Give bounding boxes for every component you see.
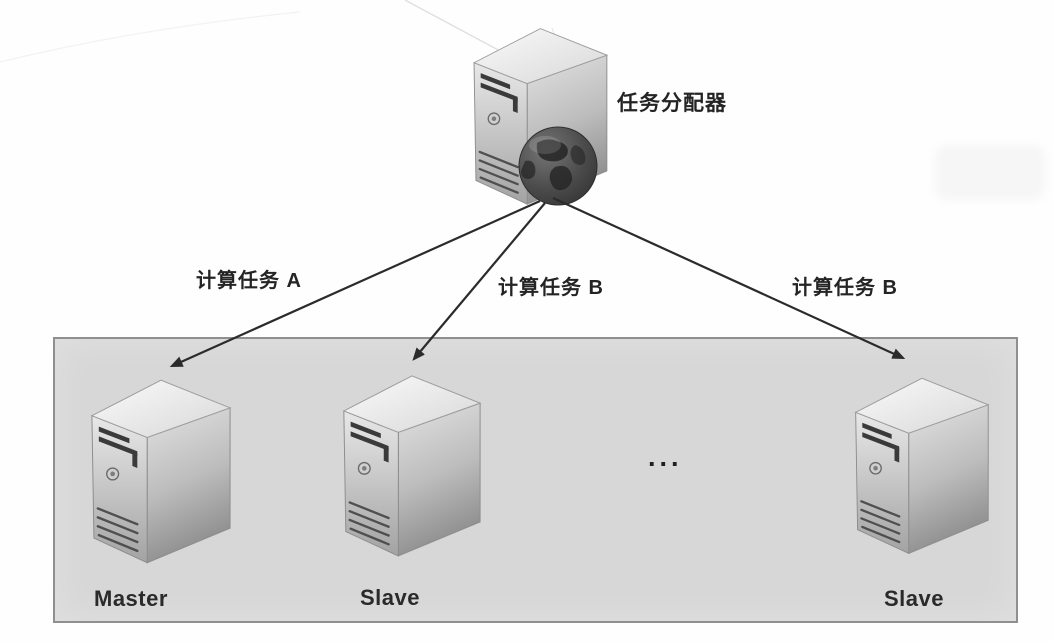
node-label-master: Master [94,586,168,611]
distributor-label: 任务分配器 [617,92,727,115]
task-label-b-1: 计算任务 B [498,277,604,299]
scan-artifact-curve-2 [0,11,301,63]
master-server-icon [86,372,234,565]
slave1-server-icon [338,368,484,558]
node-label-slave-2: Slave [884,586,944,611]
node-label-slave-1: Slave [360,585,420,610]
globe-icon [518,126,598,206]
page-bleed-artifact [935,145,1045,200]
slave2-server-icon [850,367,992,559]
ellipsis-label: ... [648,442,683,472]
task-label-a: 计算任务 A [196,270,302,292]
task-label-b-2: 计算任务 B [792,277,898,299]
